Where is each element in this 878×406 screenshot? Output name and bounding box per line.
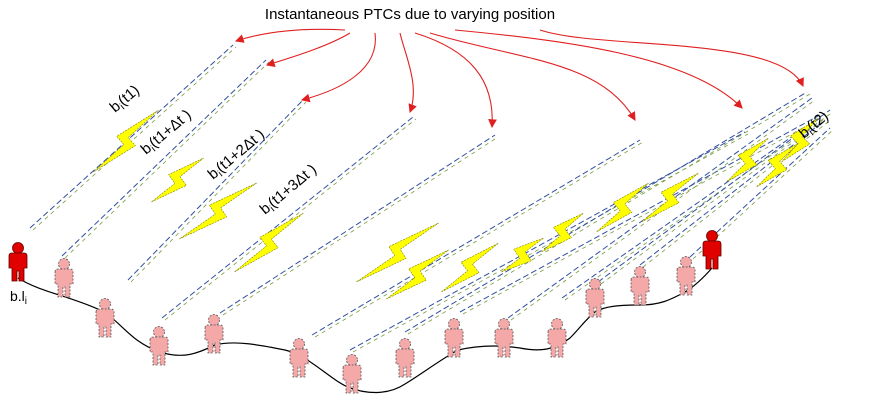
arrow-2 bbox=[265, 32, 351, 67]
arrow-6 bbox=[429, 32, 636, 121]
lightning-icon bbox=[151, 157, 204, 203]
person-icon bbox=[395, 338, 415, 378]
arrow-3 bbox=[300, 32, 376, 103]
bl-label: b.li bbox=[10, 288, 27, 307]
beam-line bbox=[311, 139, 641, 336]
lightning-icon bbox=[641, 172, 699, 223]
person-icon-endpoint bbox=[702, 230, 722, 270]
beam-line bbox=[349, 131, 746, 351]
beam-label-t1-2dt: bi(t1+2Δt ) bbox=[205, 126, 270, 185]
label-time: (t1+3Δt ) bbox=[265, 161, 320, 211]
bl-subscript: i bbox=[25, 296, 27, 307]
beam-line bbox=[404, 91, 808, 333]
beam-line bbox=[61, 59, 267, 257]
person-icon bbox=[204, 314, 224, 354]
lightning-icon bbox=[356, 222, 439, 283]
arrow-4 bbox=[399, 32, 417, 114]
person-icon bbox=[547, 318, 567, 358]
label-subscript: i bbox=[807, 128, 816, 138]
label-subscript: i bbox=[149, 144, 158, 154]
person-group bbox=[8, 230, 722, 394]
beam-line bbox=[161, 116, 414, 319]
label-time: (t1+2Δt ) bbox=[213, 126, 268, 176]
lightning-icon bbox=[441, 242, 499, 293]
beam-line-shadow bbox=[407, 93, 811, 335]
person-icon-endpoint bbox=[8, 242, 28, 282]
svg-text:bi(t1+2Δt ): bi(t1+2Δt ) bbox=[205, 126, 270, 185]
lightning-icon bbox=[501, 237, 544, 273]
person-icon bbox=[342, 354, 362, 394]
label-time: (t1+Δt ) bbox=[146, 106, 195, 151]
svg-text:bi(t1+3Δt ): bi(t1+3Δt ) bbox=[257, 161, 322, 220]
beam-label-t1: bi(t1) bbox=[107, 82, 145, 118]
lightning-icon bbox=[179, 182, 257, 240]
person-icon bbox=[54, 258, 74, 298]
beam-line-shadow bbox=[64, 61, 270, 259]
arrow-5 bbox=[414, 32, 497, 129]
beam-line-shadow bbox=[600, 119, 824, 285]
label-subscript: i bbox=[268, 204, 277, 214]
arrow-1 bbox=[234, 28, 346, 43]
svg-text:bi(t1): bi(t1) bbox=[107, 82, 145, 118]
ptc-arrows bbox=[234, 28, 804, 129]
beam-line bbox=[459, 115, 819, 313]
lightning-icon bbox=[596, 182, 649, 233]
ptc-lightning-group bbox=[93, 109, 819, 300]
beam-label-t1-3dt: bi(t1+3Δt ) bbox=[257, 161, 322, 220]
person-icon bbox=[494, 318, 514, 358]
beam-line bbox=[127, 99, 304, 281]
beam-line-shadow bbox=[352, 133, 749, 353]
beam-label-t1-dt: bi(t1+Δt ) bbox=[138, 106, 196, 159]
arrow-7 bbox=[454, 29, 743, 109]
lightning-icon bbox=[726, 137, 769, 183]
person-icon bbox=[676, 256, 696, 296]
beam-lines bbox=[29, 44, 834, 353]
person-icon bbox=[149, 326, 169, 366]
beam-line-shadow bbox=[222, 136, 499, 316]
beam-line-shadow bbox=[164, 118, 417, 321]
person-icon bbox=[630, 266, 650, 306]
beam-line-shadow bbox=[564, 111, 834, 301]
lightning-icon bbox=[541, 212, 584, 253]
lightning-icon bbox=[386, 249, 449, 300]
beam-line bbox=[639, 119, 826, 266]
beam-line bbox=[597, 117, 821, 283]
trajectory-path bbox=[17, 267, 713, 394]
bl-main: b.l bbox=[10, 288, 25, 304]
lightning-icon bbox=[234, 212, 304, 273]
arrow-8 bbox=[539, 29, 804, 88]
label-subscript: i bbox=[118, 102, 127, 112]
lightning-icon bbox=[756, 142, 799, 188]
person-icon bbox=[289, 338, 309, 378]
beam-line-shadow bbox=[130, 101, 307, 283]
diagram-title: Instantaneous PTCs due to varying positi… bbox=[265, 6, 555, 23]
label-subscript: i bbox=[216, 169, 225, 179]
beam-line bbox=[219, 134, 496, 314]
person-icon bbox=[444, 318, 464, 358]
beam-line bbox=[29, 44, 234, 229]
beam-line-shadow bbox=[32, 46, 237, 231]
beam-line bbox=[561, 109, 831, 299]
person-icon bbox=[95, 298, 115, 338]
lightning-icon bbox=[93, 109, 159, 173]
svg-text:bi(t1+Δt ): bi(t1+Δt ) bbox=[138, 106, 196, 159]
